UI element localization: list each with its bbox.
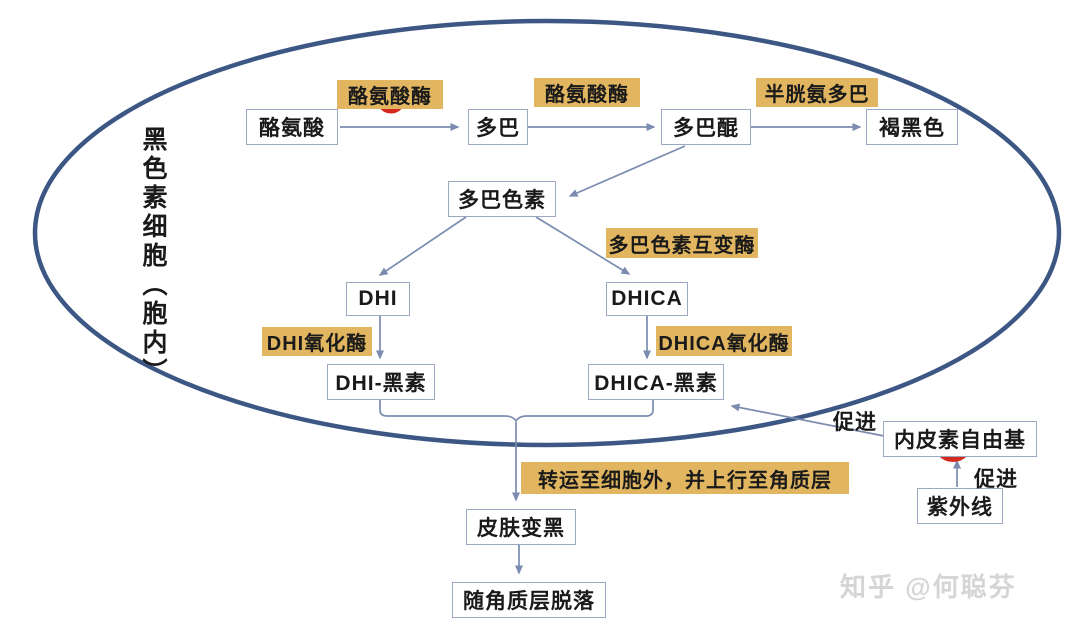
bracket-melanin-join xyxy=(379,400,654,423)
enzyme-dopachrome-tautomerase: 多巴色素互变酶 xyxy=(606,228,758,258)
arrow-dopaquinone-dopachrome xyxy=(568,145,686,197)
node-dopaquinone: 多巴醌 xyxy=(661,109,751,145)
node-shedding: 随角质层脱落 xyxy=(452,582,606,618)
enzyme-dhi-oxidase: DHI氧化酶 xyxy=(262,327,372,356)
node-dhi-melanin: DHI-黑素 xyxy=(327,364,435,400)
node-dopa: 多巴 xyxy=(468,109,528,145)
enzyme-cysteinyl-dopa: 半胱氨多巴 xyxy=(756,78,878,107)
melanocyte-label: 黑色素细胞（胞内） xyxy=(139,126,167,387)
process-transport-label: 转运至细胞外，并上行至角质层 xyxy=(521,462,849,494)
enzyme-tyrosinase-2: 酪氨酸酶 xyxy=(534,78,640,107)
node-uv: 紫外线 xyxy=(917,488,1003,524)
enzyme-tyrosinase-1: 酪氨酸酶 xyxy=(337,80,443,109)
edge-label-promote-1: 促进 xyxy=(833,411,877,434)
node-dopachrome: 多巴色素 xyxy=(448,181,556,217)
node-dhica-melanin: DHICA-黑素 xyxy=(588,364,724,400)
edge-label-promote-2: 促进 xyxy=(974,468,1018,491)
node-tyrosine: 酪氨酸 xyxy=(246,109,338,145)
node-dhi: DHI xyxy=(346,282,410,316)
enzyme-dhica-oxidase: DHICA氧化酶 xyxy=(656,326,792,356)
zhihu-watermark: 知乎 @何聪芬 xyxy=(840,572,1017,602)
node-dhica: DHICA xyxy=(606,282,688,316)
node-endothelin-free-radical: 内皮素自由基 xyxy=(883,421,1037,457)
node-skin-darkening: 皮肤变黑 xyxy=(466,509,576,545)
node-brown-black-melanin: 褐黑色 xyxy=(866,109,958,145)
arrow-dopachrome-dhi xyxy=(378,216,467,276)
